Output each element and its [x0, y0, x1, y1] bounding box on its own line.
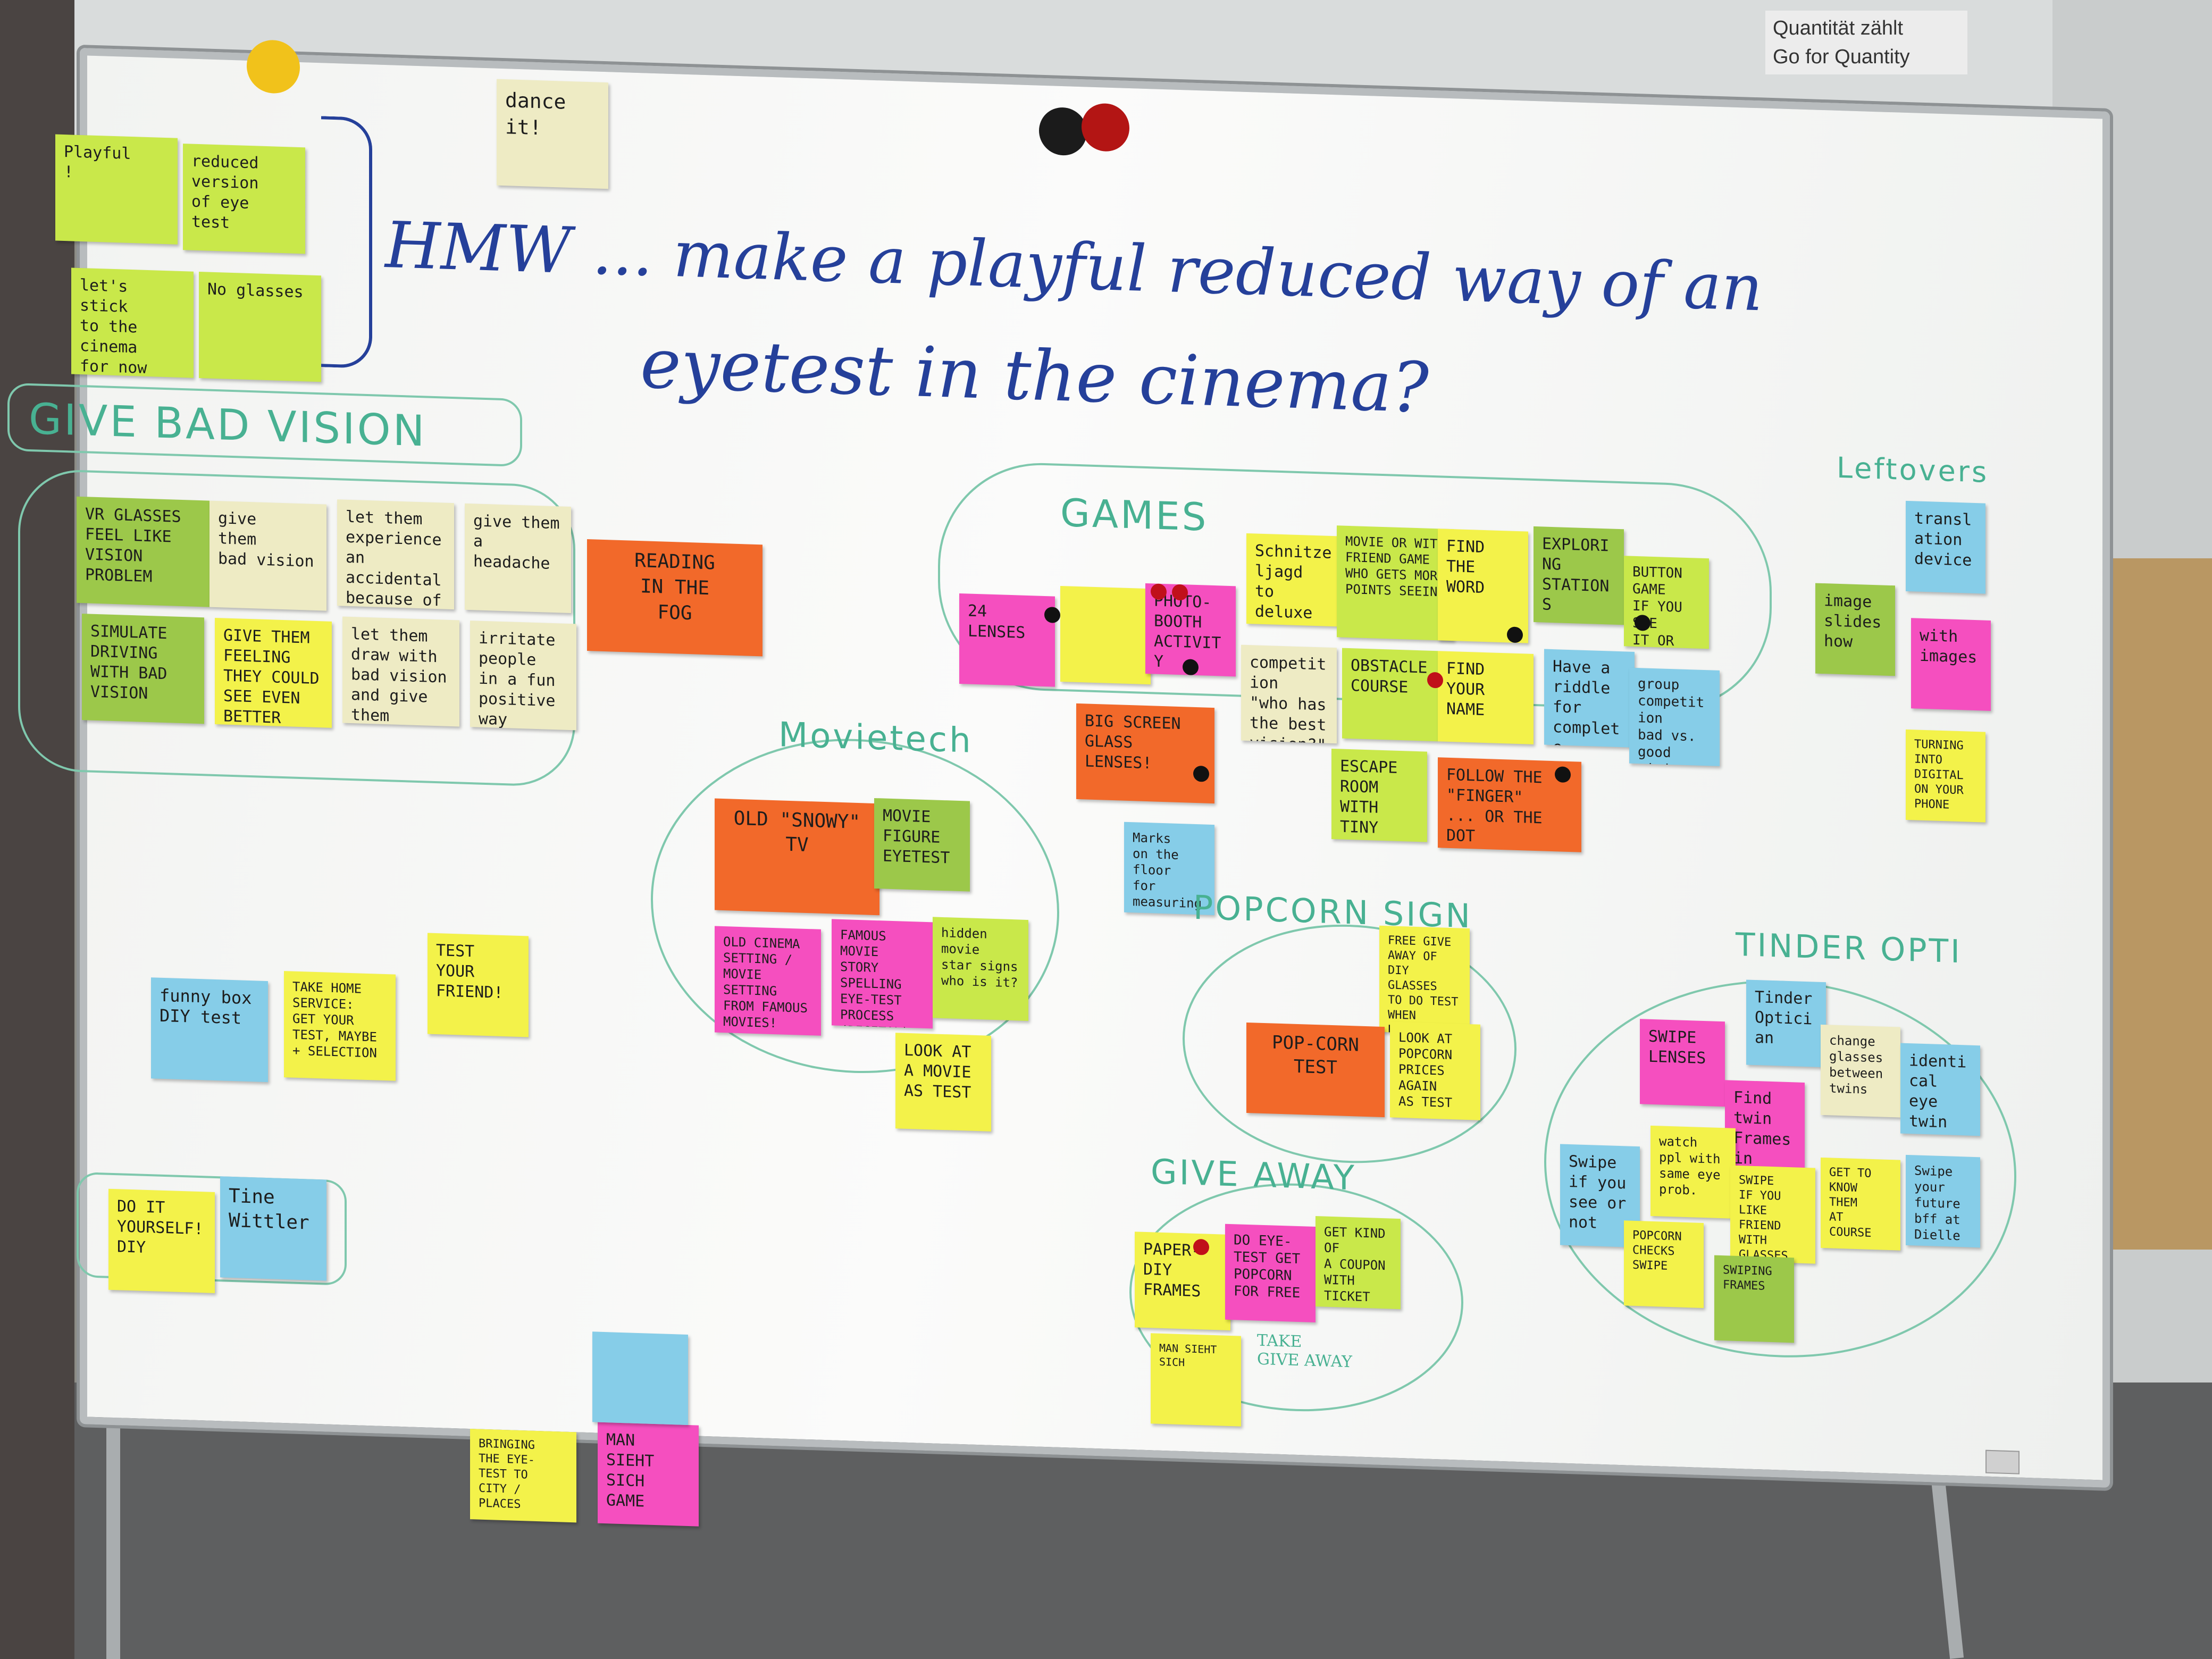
sticky-note: watch ppl with same eye prob.: [1650, 1125, 1736, 1219]
sticky-note: SIMULATE DRIVING WITH BAD VISION: [82, 614, 204, 724]
sticky-note: VR GLASSES FEEL LIKE VISION PROBLEM: [77, 496, 210, 607]
marker-dot: [1507, 626, 1523, 643]
marker-dot: [1635, 614, 1650, 631]
sticky-note: identical eye twin: [1900, 1043, 1980, 1136]
marker-dot: [1427, 672, 1443, 689]
sticky-note: MOVIE OR WITH FRIEND GAME WHO GETS MORE …: [1337, 525, 1454, 641]
whiteboard: Playful ! reduced version of eye test le…: [7, 39, 2110, 1527]
sticky-note: Tinder Optician: [1746, 979, 1826, 1068]
black-magnet: [1039, 106, 1087, 156]
sticky-note: POPCORN CHECKS SWIPE: [1624, 1220, 1704, 1308]
sticky-note: reduced version of eye test: [183, 144, 305, 254]
sticky-note: competition "who has the best vision?": [1241, 644, 1337, 744]
sticky-note: POP-CORN TEST: [1246, 1022, 1385, 1118]
sticky-note: EXPLORING STATIONS: [1534, 526, 1624, 625]
marker-dot: [1172, 584, 1188, 601]
sticky-note: image slideshow: [1815, 583, 1895, 676]
sticky-note: MOVIE FIGURE EYETEST: [874, 798, 970, 892]
sticky-note: Schnitzeljagd to deluxe: [1246, 533, 1342, 627]
wall-sign: Quantität zählt Go for Quantity: [1765, 11, 1967, 74]
sticky-note: TURNING INTO DIGITAL ON YOUR PHONE: [1906, 729, 1985, 823]
sticky-note: GIVE THEM FEELING THEY COULD SEE EVEN BE…: [215, 617, 332, 728]
giveaway-caption: TAKE GIVE AWAY: [1257, 1331, 1352, 1372]
section-leftovers: Leftovers: [1837, 450, 1989, 489]
sticky-note: irritate people in a fun positive way: [470, 621, 576, 731]
sticky-note: FAMOUS MOVIE STORY SPELLING EYE-TEST PRO…: [832, 919, 933, 1029]
section-movietech: Movietech: [778, 715, 973, 761]
sticky-note: GET TO KNOW THEM AT COURSE: [1821, 1157, 1900, 1251]
sticky-note: FIND THE WORD: [1438, 529, 1528, 643]
section-tinder: TINDER OPTI: [1736, 926, 1962, 971]
sticky-note: BUTTON GAME IF YOU SEE IT OR NOT: [1624, 556, 1709, 649]
wall-sign-line1: Quantität zählt: [1773, 17, 1904, 39]
sticky-note: give them bad vision: [210, 500, 326, 611]
sticky-note: ESCAPE ROOM WITH TINY WORDS: [1331, 748, 1427, 842]
sticky-note: 24 LENSES: [959, 593, 1055, 687]
sticky-note: Tine Wittler: [220, 1176, 326, 1281]
sticky-note: DO EYE- TEST GET POPCORN FOR FREE: [1225, 1224, 1316, 1323]
sticky-note: DO IT YOURSELF! DIY: [108, 1188, 215, 1293]
sticky-note: MAN SIEHT SICH: [1151, 1333, 1241, 1427]
brace-drawing: [321, 116, 372, 369]
sticky-note: let's stick to the cinema for now: [71, 267, 194, 378]
sticky-note: Have a riddle for complete: [1544, 649, 1635, 748]
sticky-note: LOOK AT A MOVIE AS TEST: [895, 1033, 991, 1132]
sticky-note: funny box DIY test: [151, 977, 268, 1083]
marker-dot: [1193, 765, 1209, 782]
sticky-note: Find twin Frames in Cinema: [1725, 1080, 1805, 1173]
sticky-note: BIG SCREEN GLASS LENSES!: [1076, 703, 1214, 804]
maker-label: [1985, 1449, 2020, 1474]
sticky-note: LOOK AT POPCORN PRICES AGAIN AS TEST: [1390, 1021, 1480, 1120]
sticky-note: OLD CINEMA SETTING / MOVIE SETTING FROM …: [715, 926, 821, 1036]
marker-dot: [1044, 607, 1060, 623]
hmw-title-line2: eyetest in the cinema?: [640, 323, 1429, 429]
sticky-note: with images: [1911, 618, 1991, 711]
sticky-note: group competition bad vs. good vision: [1629, 667, 1720, 766]
sticky-note: No glasses: [199, 272, 321, 382]
sticky-note: Swipe your future bff at Dielle: [1906, 1154, 1980, 1248]
sticky-note: GET KIND OF A COUPON WITH TICKET: [1316, 1216, 1401, 1310]
board-leg-left: [106, 1409, 120, 1659]
marker-dot: [1151, 583, 1167, 600]
sticky-note: change glasses between twins: [1821, 1024, 1900, 1118]
sticky-note: SWIPE IF YOU LIKE FRIEND WITH GLASSES: [1730, 1165, 1815, 1264]
marker-dot: [1183, 659, 1199, 676]
sticky-note: [592, 1331, 688, 1425]
sticky-note: SWIPING FRAMES: [1714, 1255, 1794, 1343]
sticky-note: hidden movie star signs who is it?: [933, 917, 1028, 1021]
section-games: GAMES: [1060, 490, 1209, 540]
red-magnet: [1082, 103, 1129, 153]
sticky-note: OBSTACLE COURSE: [1342, 648, 1438, 742]
office-left-wall: [0, 0, 74, 1659]
sticky-note: PAPER- DIY FRAMES: [1135, 1231, 1230, 1331]
marker-dot: [1555, 766, 1571, 783]
sticky-note: [1060, 585, 1151, 685]
sticky-note: FIND YOUR NAME: [1438, 651, 1534, 744]
sticky-note: OLD "SNOWY" TV: [715, 798, 879, 916]
sticky-note: FREE GIVE AWAY OF DIY GLASSES TO DO TEST…: [1379, 925, 1470, 1035]
sticky-note: translation device: [1906, 500, 1985, 594]
sticky-note: SWIPE LENSES: [1640, 1019, 1725, 1107]
sticky-note: TEST YOUR FRIEND!: [428, 933, 529, 1037]
sticky-note: BRINGING THE EYE- TEST TO CITY / PLACES: [470, 1429, 576, 1523]
sticky-note: let them draw with bad vision and give t…: [342, 616, 459, 727]
sticky-note: give them a headache: [465, 503, 571, 614]
sticky-note: READING IN THE FOG: [587, 539, 763, 657]
sticky-note: let them experience an accidental becaus…: [337, 499, 454, 610]
sticky-note: TAKE HOME SERVICE: GET YOUR TEST, MAYBE …: [284, 971, 396, 1081]
marker-dot: [1193, 1238, 1209, 1255]
section-give-away: GIVE AWAY: [1151, 1152, 1356, 1199]
sticky-note: dance it!: [497, 79, 608, 189]
wall-sign-line2: Go for Quantity: [1773, 46, 1910, 68]
sticky-note: MAN SIEHT SICH GAME: [598, 1422, 699, 1527]
hmw-title-line1: HMW ... make a playful reduced way of an: [385, 208, 1763, 326]
sticky-note: Playful !: [55, 134, 178, 245]
